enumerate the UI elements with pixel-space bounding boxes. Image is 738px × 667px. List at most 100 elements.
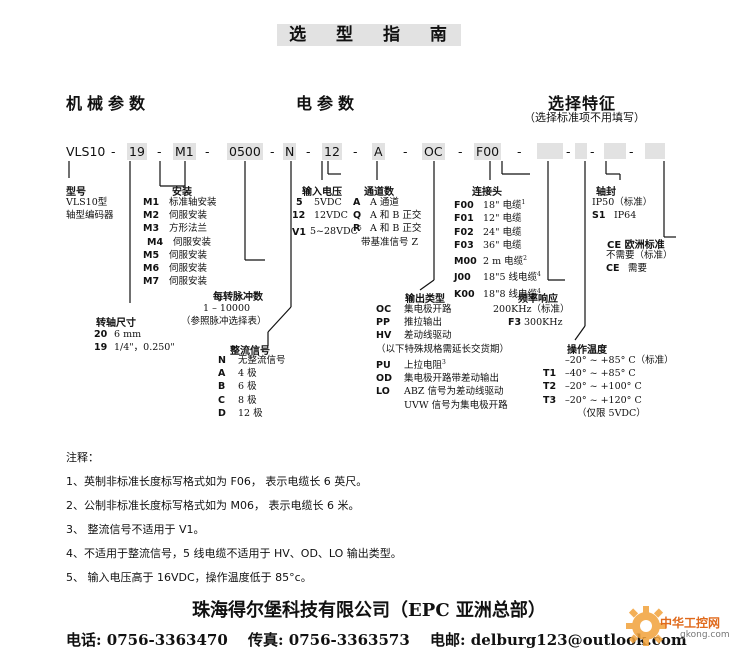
freq-std: 200KHz（标准） xyxy=(493,304,570,315)
freq-header: 频率响应 xyxy=(518,294,558,305)
code-dash: - xyxy=(205,144,210,159)
ce-header: CE 欧洲标准 xyxy=(607,240,665,251)
code-output: OC xyxy=(422,143,445,160)
shaft-header: 转轴尺寸 xyxy=(96,318,136,329)
contact-fax: 传真: 0756-3363573 xyxy=(248,631,410,649)
code-blank-seal xyxy=(604,143,626,159)
code-dash: - xyxy=(111,144,116,159)
note-item: 2、公制非标准长度标写格式如为 M06， 表示电缆长 6 米。 xyxy=(66,499,360,512)
model-header: 型号 xyxy=(66,187,86,198)
output-special: （以下特殊规格需延长交货期） xyxy=(376,343,510,355)
code-dash: - xyxy=(517,144,522,159)
code-volt: 12 xyxy=(322,143,342,160)
code-dash: - xyxy=(403,144,408,159)
output-extra: UVW 信号为集电极开路 xyxy=(404,399,508,411)
section-mechanical: 机械参数 xyxy=(66,94,151,113)
note-item: 5、 输入电压高于 16VDC，操作温度低于 85°c。 xyxy=(66,571,312,584)
code-dash: - xyxy=(590,144,595,159)
comm-header: 整流信号 xyxy=(230,346,270,357)
note-item: 1、英制非标准长度标写格式如为 F06， 表示电缆长 6 英尺。 xyxy=(66,475,368,488)
notes-title: 注释： xyxy=(66,451,99,464)
temp-item: T2–20° ~ +100° C xyxy=(543,381,642,393)
code-dash: - xyxy=(270,144,275,159)
temp-header: 操作温度 xyxy=(567,345,607,356)
section-electrical: 电参数 xyxy=(296,94,360,113)
code-blank-freq xyxy=(537,143,563,159)
channel-header: 通道数 xyxy=(364,187,394,198)
ppr-range: 1 – 10000 xyxy=(203,303,251,314)
watermark-url: gkong.com xyxy=(680,630,730,640)
mount-header: 安装 xyxy=(172,187,192,198)
gear-icon xyxy=(624,604,668,648)
page-title: 选 型 指 南 xyxy=(0,20,738,46)
seal-header: 轴封 xyxy=(596,187,616,198)
watermark-text: 中华工控网 xyxy=(660,616,721,630)
code-conn: F00 xyxy=(474,143,502,160)
ce-item: 不需要（标准） xyxy=(606,250,673,261)
options-note: （选择标准项不用填写） xyxy=(524,111,645,124)
temp-item: –20° ~ +85° C（标准） xyxy=(565,355,674,366)
model-line2: 轴型编码器 xyxy=(66,210,114,221)
code-dash: - xyxy=(306,144,311,159)
channel-extra: 带基准信号 Z xyxy=(361,236,419,248)
ppr-header: 每转脉冲数 xyxy=(213,292,263,303)
code-vls: VLS10 xyxy=(66,144,106,159)
ppr-note: （参照脉冲选择表） xyxy=(181,316,267,327)
code-ppr: 0500 xyxy=(227,143,263,160)
model-line1: VLS10型 xyxy=(66,197,108,208)
code-dash: - xyxy=(458,144,463,159)
contact-email: 电邮: delburg123@outlook.com xyxy=(430,631,687,649)
connector-header: 连接头 xyxy=(472,187,502,198)
section-options: 选择特征 xyxy=(548,94,617,113)
note-item: 3、 整流信号不适用于 V1。 xyxy=(66,523,205,536)
code-shaft: 19 xyxy=(127,143,147,160)
code-blank-temp xyxy=(575,143,587,159)
output-header: 输出类型 xyxy=(405,294,445,305)
temp-extra: （仅限 5VDC） xyxy=(577,407,646,419)
code-dash: - xyxy=(353,144,358,159)
seal-item: IP50（标准） xyxy=(592,197,653,208)
code-comm: N xyxy=(283,143,297,160)
code-channel: A xyxy=(372,143,385,160)
code-dash: - xyxy=(566,144,571,159)
code-dash: - xyxy=(157,144,162,159)
